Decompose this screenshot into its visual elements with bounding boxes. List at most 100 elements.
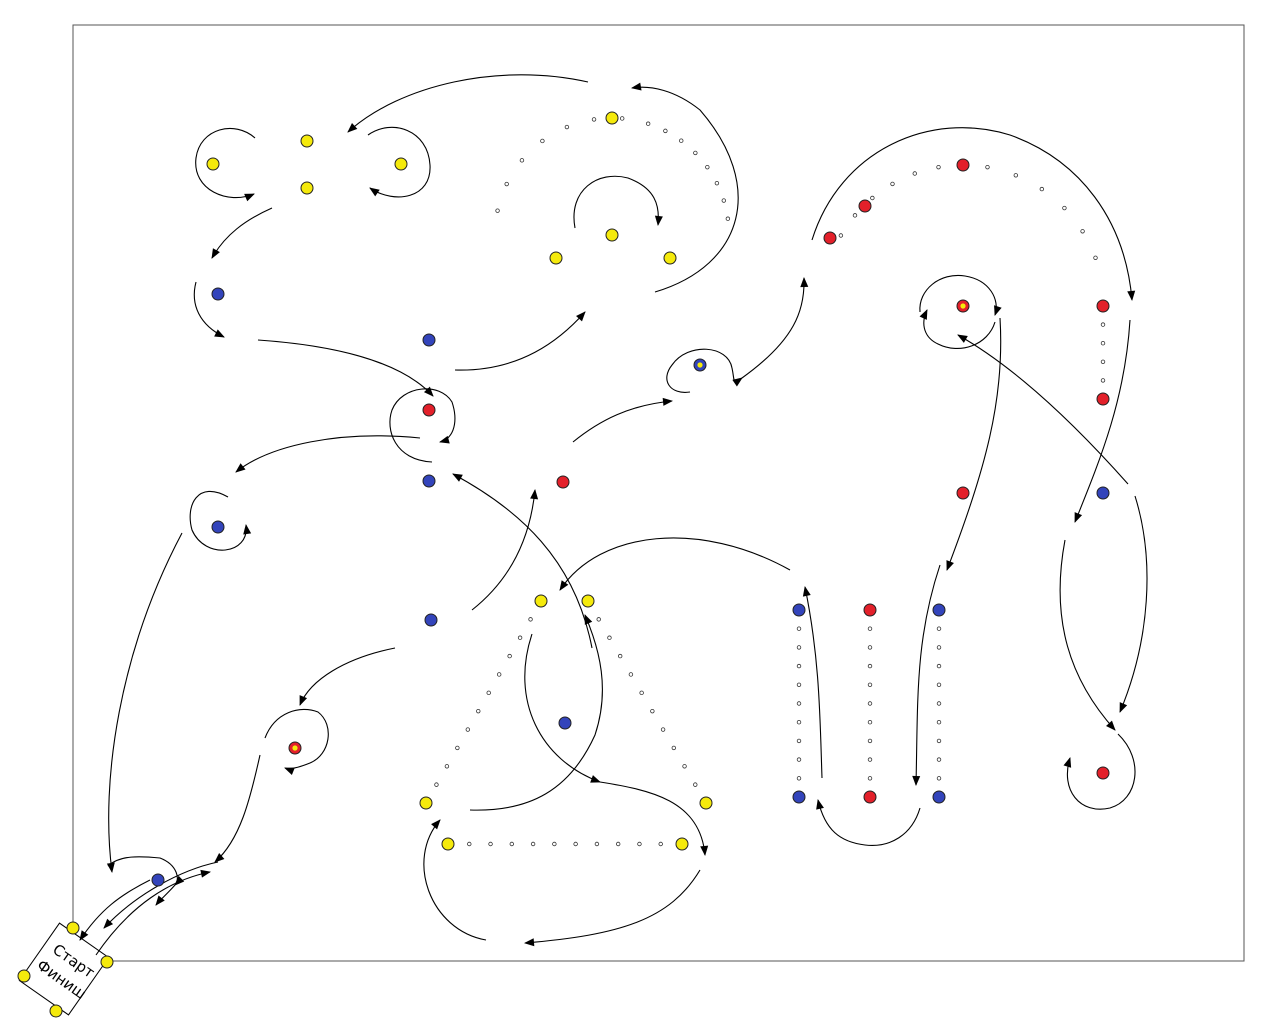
route-arrow — [367, 126, 431, 198]
gate-dot — [867, 682, 873, 687]
gate-dot — [679, 138, 684, 143]
gate-dot — [1039, 186, 1045, 192]
route-arrow — [631, 82, 739, 293]
route-arrow — [559, 537, 791, 591]
route-arrow — [257, 339, 434, 397]
route-arrow — [469, 614, 603, 811]
route-arrow — [423, 819, 487, 941]
route-arrow — [524, 869, 701, 947]
route-arrow — [389, 388, 456, 463]
gate-dot — [936, 701, 942, 706]
gate-dot — [495, 208, 500, 213]
gate-dot — [936, 776, 942, 781]
gate-dot — [1062, 205, 1067, 211]
gate-dot — [650, 708, 655, 714]
route-arrow — [1074, 319, 1131, 523]
yellow-cone — [605, 228, 619, 242]
gate-dot — [507, 653, 512, 659]
gate-dot — [936, 164, 941, 170]
yellow-cone — [100, 955, 114, 969]
red-cone — [1096, 766, 1110, 780]
yellow-cone — [300, 181, 314, 195]
gate-dot — [852, 213, 858, 218]
gate-dot — [867, 626, 873, 631]
route-arrow — [912, 564, 941, 786]
red-cone — [863, 790, 877, 804]
gate-dot — [838, 233, 844, 238]
gate-dot — [615, 841, 621, 847]
gate-dot — [867, 645, 873, 650]
gate-dot — [705, 164, 710, 170]
gate-dot — [936, 720, 942, 725]
route-arrow — [572, 397, 673, 443]
yellow-red-cone — [288, 741, 302, 755]
route-arrow — [919, 274, 1002, 316]
route-arrow — [155, 884, 176, 906]
gate-dot — [936, 682, 942, 687]
gate-dot — [573, 841, 578, 847]
gate-dot — [552, 841, 557, 847]
route-arrow — [106, 532, 183, 873]
red-cone — [1096, 392, 1110, 406]
route-arrow — [524, 633, 601, 783]
gate-dot — [658, 841, 663, 847]
gate-dot — [594, 841, 600, 847]
route-arrow — [573, 175, 663, 229]
gate-dot — [890, 181, 895, 187]
gate-dot — [476, 708, 481, 714]
route-arrow — [741, 277, 809, 379]
gate-dot — [867, 738, 873, 744]
gate-dot — [637, 841, 642, 847]
blue-cone — [424, 613, 438, 627]
gate-dot — [796, 738, 802, 744]
route-arrow — [214, 754, 261, 863]
route-arrow — [95, 869, 211, 956]
gate-dot — [796, 776, 802, 781]
yellow-cone — [300, 134, 314, 148]
gate-dot — [444, 764, 450, 769]
gate-dot — [796, 663, 802, 669]
gate-dot — [1013, 173, 1019, 178]
gate-dot — [1080, 229, 1085, 234]
gate-dot — [1100, 341, 1106, 346]
blue-cone — [792, 790, 806, 804]
gate-dot — [796, 701, 802, 706]
route-arrow — [946, 317, 1002, 571]
gate-dot — [496, 672, 502, 677]
gate-dot — [936, 757, 942, 762]
gate-dot — [509, 841, 515, 847]
route-arrow — [919, 309, 996, 349]
gate-dot — [504, 181, 509, 187]
gate-dot — [870, 195, 875, 201]
gate-dot-lines — [434, 116, 1106, 847]
yellow-cone — [699, 796, 713, 810]
route-arrow — [107, 856, 185, 886]
gate-dot — [660, 727, 666, 732]
route-arrow — [299, 647, 396, 706]
cones — [17, 111, 1110, 1018]
yellow-cone — [17, 969, 31, 983]
blue-cone — [211, 520, 225, 534]
gate-dot — [725, 216, 731, 221]
gate-dot — [693, 782, 698, 787]
route-arrow — [811, 127, 1136, 301]
yellow-red-cone — [956, 299, 970, 313]
blue-cone — [558, 716, 572, 730]
gate-dot — [530, 841, 536, 847]
yellow-cone — [534, 594, 548, 608]
route-lines — [79, 74, 1148, 956]
red-cone — [823, 231, 837, 245]
gate-dot — [936, 738, 942, 744]
red-cone — [556, 475, 570, 489]
route-arrow — [1063, 733, 1136, 810]
yellow-cone — [419, 796, 433, 810]
yellow-cone — [549, 251, 563, 265]
gate-dot — [540, 138, 545, 144]
gate-dot — [663, 128, 668, 134]
gate-dot — [645, 121, 651, 126]
gate-dot — [596, 617, 601, 622]
gate-dot — [519, 158, 525, 163]
gate-dot — [867, 663, 873, 669]
yellow-cone — [605, 111, 619, 125]
gate-dot — [486, 690, 491, 696]
